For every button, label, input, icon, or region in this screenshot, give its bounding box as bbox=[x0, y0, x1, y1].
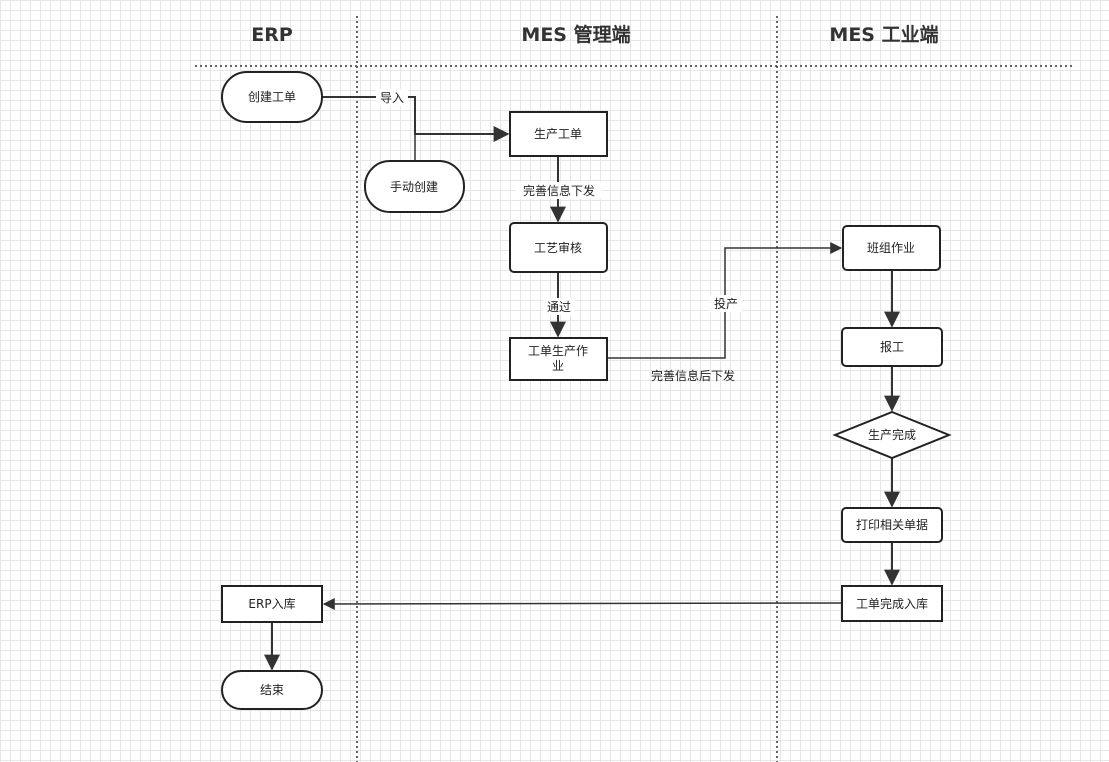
edge-label-import: 导入 bbox=[380, 91, 404, 105]
node-erp-stock-label: ERP入库 bbox=[248, 596, 295, 611]
node-production-order: 生产工单 bbox=[509, 111, 608, 157]
node-process-review: 工艺审核 bbox=[509, 222, 608, 273]
edge-label-bg-complete-info-issue bbox=[516, 182, 602, 199]
node-manual-create-label: 手动创建 bbox=[390, 180, 438, 194]
node-print-docs-label: 打印相关单据 bbox=[856, 518, 928, 532]
edge-label-put-into-production: 投产 bbox=[714, 296, 738, 311]
edge-label-bg-put-into-production bbox=[710, 295, 742, 312]
edge-create-to-production-order bbox=[322, 96, 510, 142]
lane-title-erp: ERP bbox=[251, 24, 293, 46]
edge-complete-stock-to-erp-stock bbox=[322, 597, 842, 610]
node-order-complete-stock-label: 工单完成入库 bbox=[856, 596, 928, 611]
node-create-order-label: 创建工单 bbox=[248, 90, 296, 104]
node-production-done: 生产完成 bbox=[832, 410, 952, 460]
node-team-work: 班组作业 bbox=[842, 225, 941, 271]
node-erp-stock: ERP入库 bbox=[221, 585, 323, 623]
edge-label-bg-import bbox=[376, 89, 408, 106]
node-create-order: 创建工单 bbox=[221, 71, 323, 123]
node-process-review-label: 工艺审核 bbox=[534, 240, 582, 255]
node-order-production: 工单生产作 业 bbox=[509, 337, 608, 381]
edge-label-complete-info-then-issue: 完善信息后下发 bbox=[651, 368, 735, 383]
node-production-order-label: 生产工单 bbox=[534, 127, 582, 141]
node-end-label: 结束 bbox=[260, 683, 284, 697]
node-order-complete-stock: 工单完成入库 bbox=[841, 585, 943, 622]
node-order-production-label-line2: 业 bbox=[552, 359, 564, 373]
node-order-production-label-line1: 工单生产作 bbox=[528, 344, 588, 358]
node-production-done-label: 生产完成 bbox=[868, 427, 916, 442]
node-team-work-label: 班组作业 bbox=[867, 241, 915, 255]
node-manual-create: 手动创建 bbox=[364, 160, 465, 213]
node-report-work-label: 报工 bbox=[880, 339, 904, 354]
lane-title-mes-admin: MES 管理端 bbox=[521, 23, 630, 46]
edge-label-complete-info-issue: 完善信息下发 bbox=[523, 183, 595, 198]
edge-label-bg-pass bbox=[543, 298, 575, 315]
edge-label-pass: 通过 bbox=[547, 300, 571, 314]
lane-title-mes-industrial: MES 工业端 bbox=[829, 23, 938, 46]
node-end: 结束 bbox=[221, 670, 323, 710]
node-print-docs: 打印相关单据 bbox=[841, 507, 943, 543]
node-report-work: 报工 bbox=[841, 327, 943, 367]
